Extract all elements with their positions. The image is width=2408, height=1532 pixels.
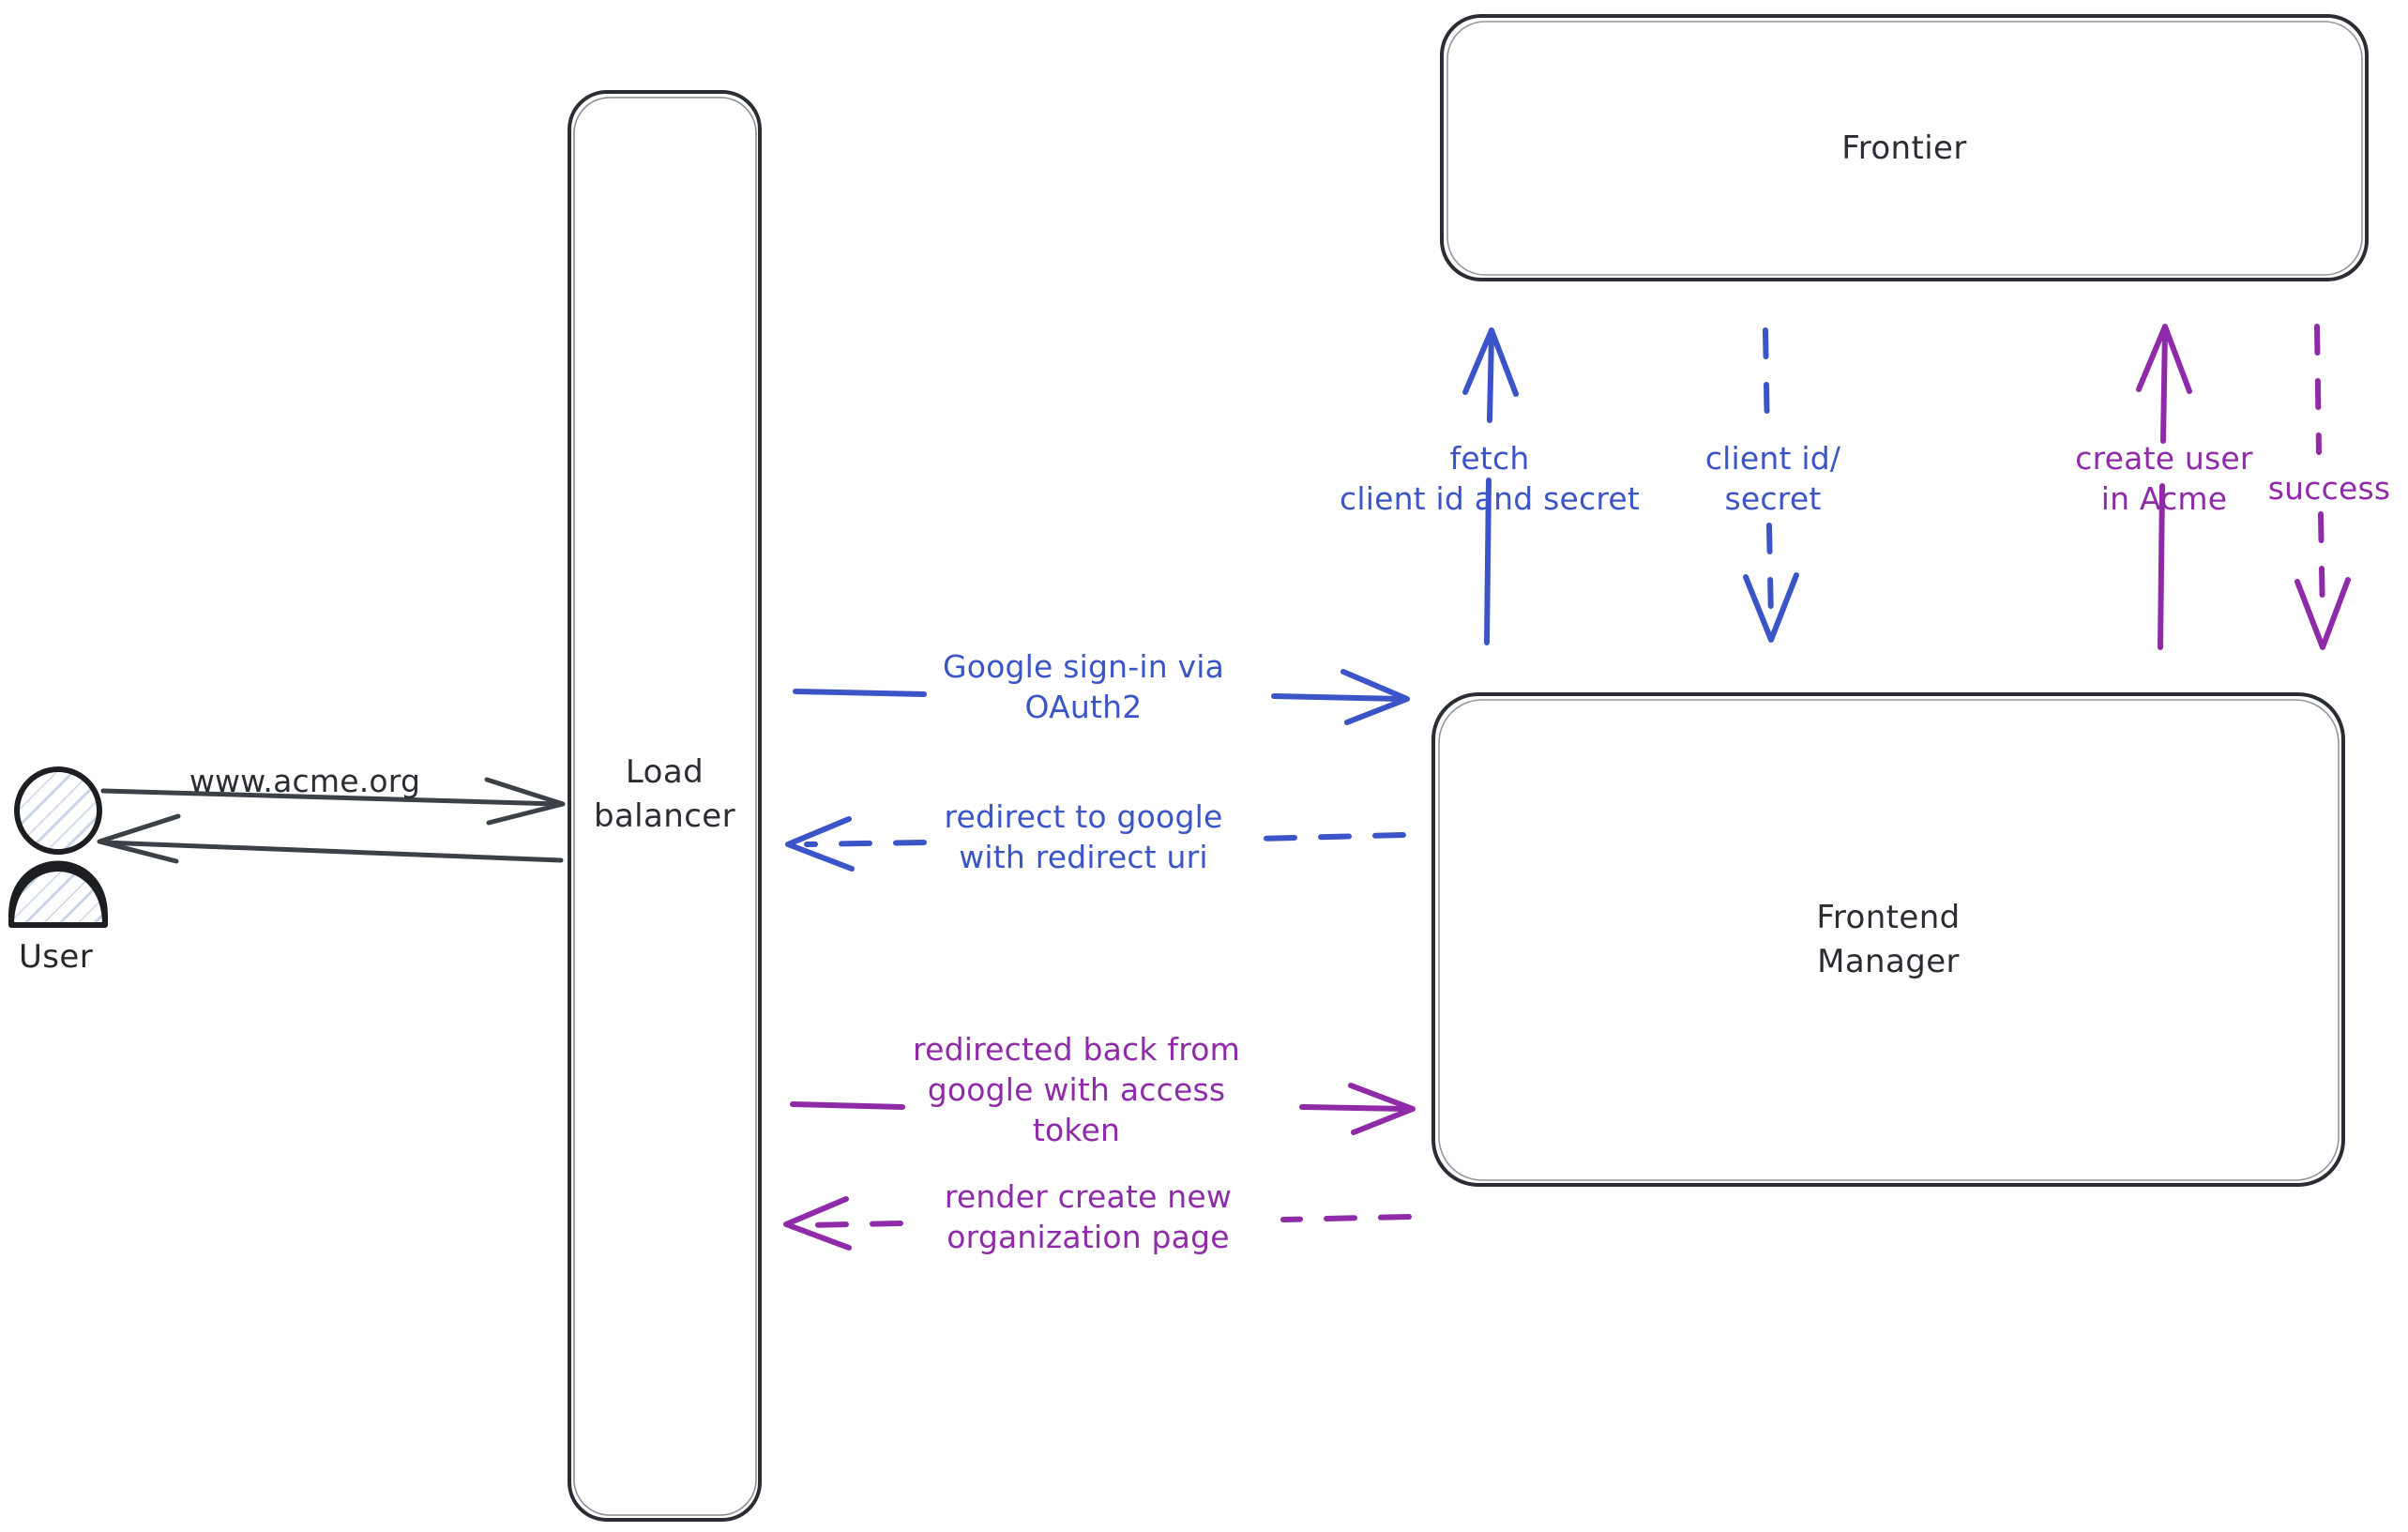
edge-lb-to-fm-token-arrow [790, 1083, 1416, 1135]
edge-frontier-to-fm-creds-arrow [1743, 327, 1799, 643]
edge-fm-to-frontier-fetch-arrow [1462, 327, 1519, 645]
edge-frontier-to-fm-success-arrow [2294, 324, 2351, 650]
user-body-icon [8, 860, 108, 928]
actor-user-label: User [19, 938, 94, 976]
node-frontier-shape[interactable] [1440, 14, 2369, 281]
edge-fm-to-lb-render-arrow [783, 1196, 1412, 1251]
edge-lb-to-user-arrow [97, 813, 564, 864]
node-load-balancer-shape[interactable] [568, 90, 762, 1522]
node-frontend-manager-shape[interactable] [1431, 692, 2345, 1187]
edge-fm-to-frontier-create-arrow [2136, 324, 2192, 650]
edge-fm-to-lb-redirect-arrow [785, 816, 1406, 872]
actor-user [8, 766, 108, 928]
edge-user-to-lb-arrow [100, 777, 566, 826]
edge-lb-to-fm-signin-arrow [793, 669, 1410, 725]
user-head-icon [14, 766, 102, 855]
